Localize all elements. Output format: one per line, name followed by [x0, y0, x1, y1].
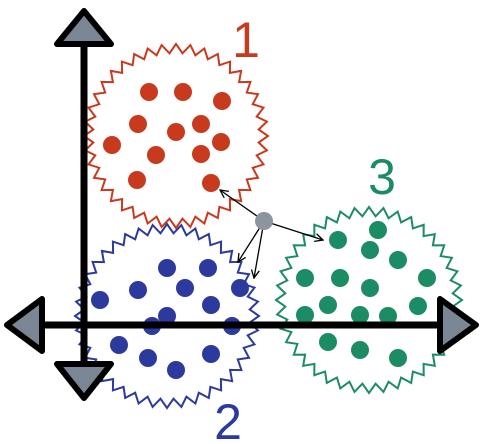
cluster-3-point [331, 269, 349, 287]
query-point [255, 212, 273, 230]
cluster-1-label: 1 [232, 12, 260, 68]
cluster-3-point [361, 279, 379, 297]
cluster-2-point [202, 345, 220, 363]
cluster-3-point [369, 221, 387, 239]
x-axis-right-arrowhead [437, 296, 479, 354]
cluster-3-point [296, 306, 314, 324]
cluster-3-point [329, 231, 347, 249]
arrow-to-cluster-3 [263, 220, 323, 240]
cluster-2-point [158, 307, 176, 325]
arrow-to-cluster-2-right [254, 220, 265, 278]
cluster-1: 1 [82, 12, 270, 230]
cluster-2-point [110, 336, 128, 354]
cluster-1-point [103, 136, 121, 154]
cluster-1-point [128, 171, 146, 189]
y-axis-down-arrowhead [54, 361, 114, 401]
cluster-1-point [213, 92, 231, 110]
cluster-2-point [231, 279, 249, 297]
cluster-1-points [103, 83, 231, 192]
cluster-2-point [129, 281, 147, 299]
cluster-1-point [147, 146, 165, 164]
cluster-3-label: 3 [368, 149, 396, 205]
cluster-1-point [192, 115, 210, 133]
cluster-2-point [167, 361, 185, 379]
cluster-1-point [167, 123, 185, 141]
cluster-1-point [140, 83, 158, 101]
cluster-3-point [319, 296, 337, 314]
cluster-2-boundary [73, 222, 261, 410]
cluster-1-point [212, 133, 230, 151]
cluster-3-point [351, 306, 369, 324]
cluster-3-point [409, 297, 427, 315]
cluster-3-boundary [274, 205, 464, 395]
cluster-2-point [158, 259, 176, 277]
cluster-1-point [174, 83, 192, 101]
cluster-2-points [91, 259, 249, 379]
cluster-3-points [296, 221, 436, 367]
cluster-3-point [351, 341, 369, 359]
query-point-group [220, 190, 323, 278]
cluster-3: 3 [274, 149, 464, 395]
cluster-2: 2 [73, 222, 261, 444]
cluster-3-point [361, 241, 379, 259]
y-axis-up-arrowhead [54, 8, 114, 47]
cluster-3-point [389, 251, 407, 269]
axes [4, 8, 479, 401]
cluster-2-point [91, 291, 109, 309]
cluster-3-point [389, 349, 407, 367]
cluster-3-point [319, 333, 337, 351]
x-axis-left-arrowhead [4, 296, 45, 354]
cluster-1-point [192, 145, 210, 163]
cluster-1-point [129, 115, 147, 133]
cluster-3-point [296, 269, 314, 287]
cluster-1-point [202, 174, 220, 192]
cluster-2-point [202, 296, 220, 314]
cluster-3-point [418, 269, 436, 287]
cluster-2-point [176, 279, 194, 297]
cluster-1-boundary [82, 42, 270, 230]
cluster-2-point [139, 349, 157, 367]
cluster-2-point [199, 259, 217, 277]
cluster-3-point [379, 307, 397, 325]
cluster-2-label: 2 [214, 394, 242, 444]
